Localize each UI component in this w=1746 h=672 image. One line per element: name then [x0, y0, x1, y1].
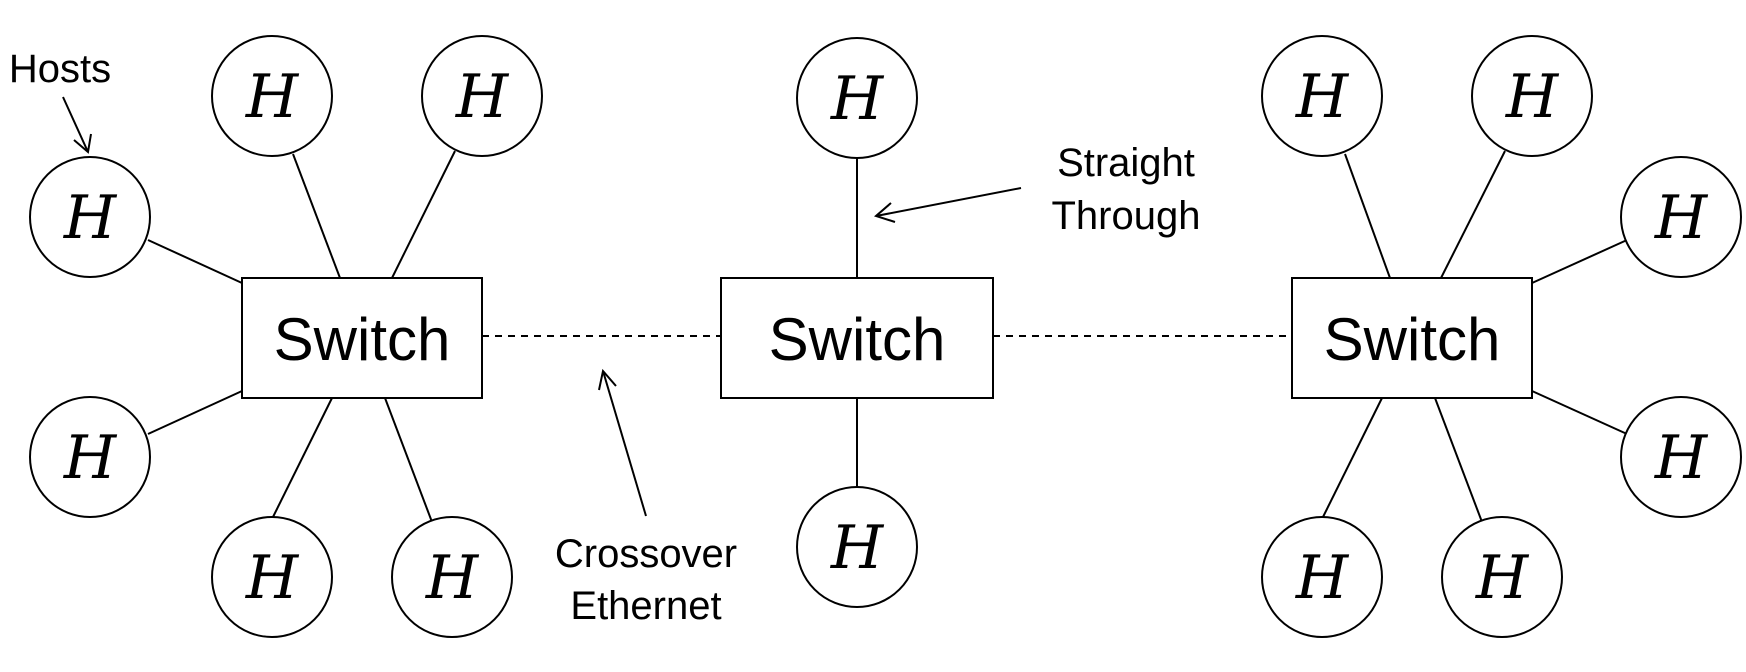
host-circle	[796, 37, 918, 159]
straight-through-pointer-line	[875, 187, 1022, 217]
host-label: H	[830, 64, 885, 134]
host-circle	[421, 35, 543, 157]
switch-box	[720, 277, 994, 399]
annotation-crossover-ethernet: Crossover Ethernet	[555, 368, 737, 628]
host-label: H	[63, 183, 118, 253]
annotation-crossover-line-1: Crossover	[555, 532, 737, 576]
switch-middle: Switch	[720, 277, 994, 399]
hosts-pointer-line	[62, 96, 89, 153]
host-left-4: H	[29, 396, 151, 518]
host-circle	[211, 35, 333, 157]
annotation-hosts-label: Hosts	[9, 47, 111, 91]
host-label: H	[425, 543, 480, 613]
annotation-hosts: Hosts	[9, 47, 111, 154]
link-left-host-1	[147, 239, 243, 284]
host-label: H	[830, 513, 885, 583]
host-right-2: H	[1471, 35, 1593, 157]
host-label: H	[1505, 62, 1560, 132]
host-links	[147, 150, 1628, 523]
host-right-5: H	[1261, 516, 1383, 638]
switch-box	[1291, 277, 1533, 399]
annotation-straight-line-1: Straight	[1057, 141, 1195, 185]
host-label: H	[1654, 423, 1709, 493]
host-middle-bottom: H	[796, 486, 918, 608]
crossover-pointer-line	[602, 370, 647, 517]
host-left-1: H	[29, 156, 151, 278]
host-right-1: H	[1261, 35, 1383, 157]
hosts-pointer-arrowhead	[73, 133, 92, 154]
link-right-host-2	[1440, 150, 1506, 279]
host-right-4: H	[1620, 396, 1742, 518]
link-right-host-4	[1531, 390, 1628, 435]
annotation-straight-through: Straight Through	[873, 141, 1201, 238]
crossover-pointer-arrowhead	[598, 368, 617, 391]
host-circle	[29, 156, 151, 278]
host-circle	[391, 516, 513, 638]
host-label: H	[1475, 543, 1530, 613]
link-right-host-1	[1344, 153, 1391, 279]
switch-right: Switch	[1291, 277, 1533, 399]
link-left-host-5	[271, 397, 333, 520]
link-left-host-4	[147, 390, 243, 435]
host-label: H	[1295, 62, 1350, 132]
host-circle	[1620, 156, 1742, 278]
host-circle	[211, 516, 333, 638]
annotation-straight-line-2: Through	[1052, 194, 1201, 238]
host-circle	[796, 486, 918, 608]
switch-left: Switch	[241, 277, 483, 399]
link-left-host-2	[292, 153, 341, 279]
host-circle	[1620, 396, 1742, 518]
host-left-3: H	[421, 35, 543, 157]
link-right-host-6	[1434, 397, 1483, 523]
host-label: H	[245, 543, 300, 613]
host-middle-top: H	[796, 37, 918, 159]
host-left-2: H	[211, 35, 333, 157]
straight-through-pointer-arrowhead	[873, 202, 896, 223]
annotation-crossover-line-2: Ethernet	[570, 584, 721, 628]
host-right-6: H	[1441, 516, 1563, 638]
host-right-3: H	[1620, 156, 1742, 278]
host-circle	[1441, 516, 1563, 638]
link-right-host-3	[1531, 239, 1628, 284]
link-left-host-3	[391, 150, 456, 279]
host-circle	[1261, 516, 1383, 638]
host-circle	[1261, 35, 1383, 157]
switch-label: Switch	[274, 306, 451, 373]
host-label: H	[63, 423, 118, 493]
link-left-host-6	[384, 397, 433, 523]
host-left-5: H	[211, 516, 333, 638]
switch-box	[241, 277, 483, 399]
host-circle	[29, 396, 151, 518]
host-label: H	[245, 62, 300, 132]
host-label: H	[1654, 183, 1709, 253]
host-left-6: H	[391, 516, 513, 638]
host-circle	[1471, 35, 1593, 157]
switch-label: Switch	[769, 306, 946, 373]
host-label: H	[455, 62, 510, 132]
host-label: H	[1295, 543, 1350, 613]
switch-label: Switch	[1324, 306, 1501, 373]
link-right-host-5	[1321, 397, 1383, 520]
